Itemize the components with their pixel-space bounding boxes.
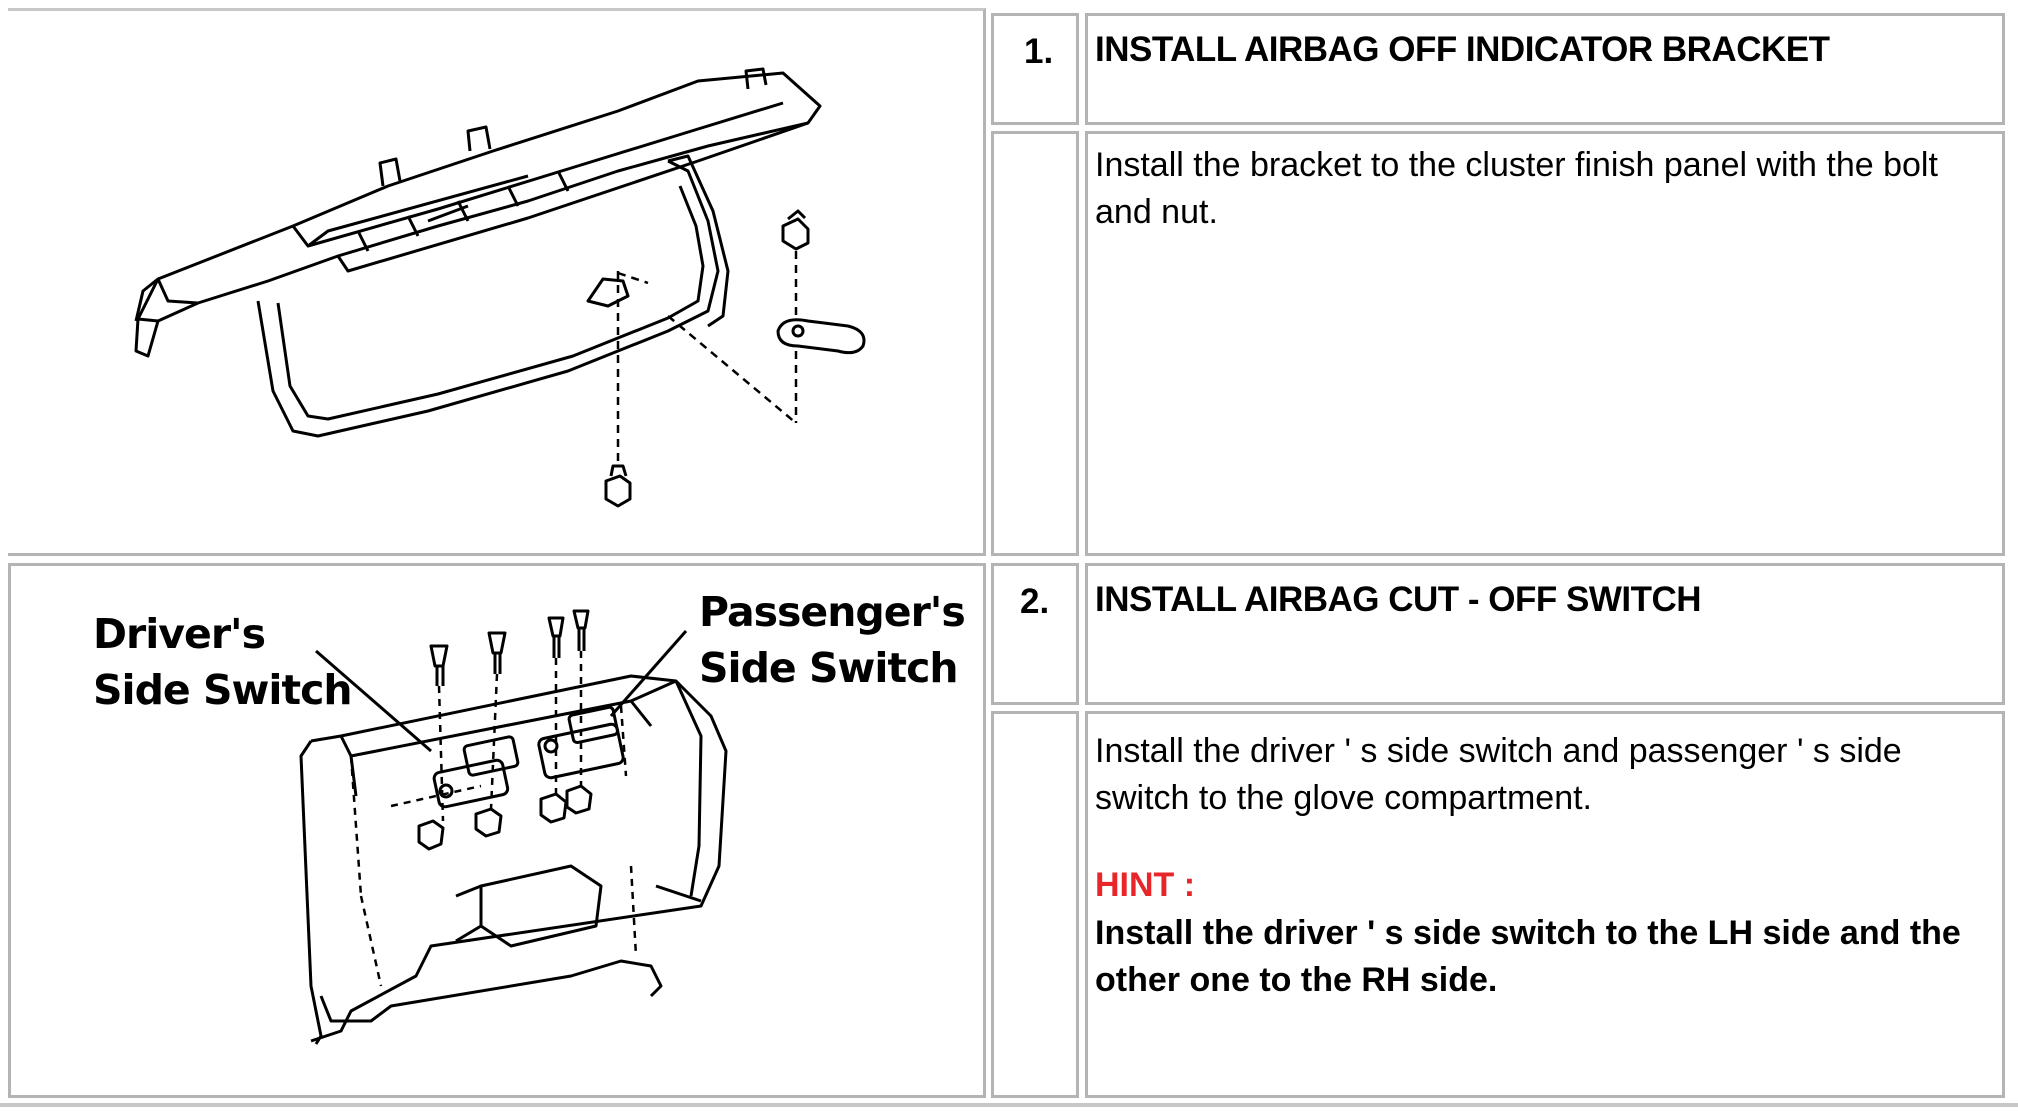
- step-2-description: Install the driver ' s side switch and p…: [1095, 732, 1902, 817]
- step-1-blank-cell: [991, 131, 1079, 556]
- step-1-title-cell: INSTALL AIRBAG OFF INDICATOR BRACKET: [1085, 13, 2005, 125]
- passengers-callout-line-2: Side Switch: [699, 644, 959, 692]
- hint-text: Install the driver ' s side switch to th…: [1095, 914, 1961, 999]
- diagram-2-cell: Driver's Side Switch Passenger's Side Sw…: [8, 563, 986, 1098]
- step-1-description-cell: Install the bracket to the cluster finis…: [1085, 131, 2005, 556]
- step-2-number-cell: 2.: [991, 563, 1079, 705]
- step-2-number: 2.: [1020, 582, 1050, 621]
- passengers-side-switch-callout: Passenger's Side Switch: [699, 584, 966, 696]
- step-1-number-cell: 1.: [991, 13, 1079, 125]
- glove-compartment-switch-diagram: [299, 609, 728, 1045]
- drivers-callout-line-1: Driver's: [93, 610, 266, 658]
- step-1-number: 1.: [1024, 32, 1054, 71]
- step-1-title: INSTALL AIRBAG OFF INDICATOR BRACKET: [1095, 30, 1830, 69]
- diagram-1-cell: [8, 8, 986, 556]
- drivers-callout-line-2: Side Switch: [93, 666, 353, 714]
- bottom-rule: [0, 1103, 2018, 1107]
- drivers-side-switch-callout: Driver's Side Switch: [93, 606, 353, 718]
- step-1-description: Install the bracket to the cluster finis…: [1095, 146, 1938, 231]
- step-2-blank-cell: [991, 711, 1079, 1098]
- cluster-panel-bracket-diagram: [134, 67, 866, 508]
- step-2-title: INSTALL AIRBAG CUT - OFF SWITCH: [1095, 580, 1702, 619]
- hint-label: HINT :: [1095, 866, 1196, 904]
- passengers-callout-line-1: Passenger's: [699, 588, 966, 636]
- step-2-description-cell: Install the driver ' s side switch and p…: [1085, 711, 2005, 1098]
- step-2-title-cell: INSTALL AIRBAG CUT - OFF SWITCH: [1085, 563, 2005, 705]
